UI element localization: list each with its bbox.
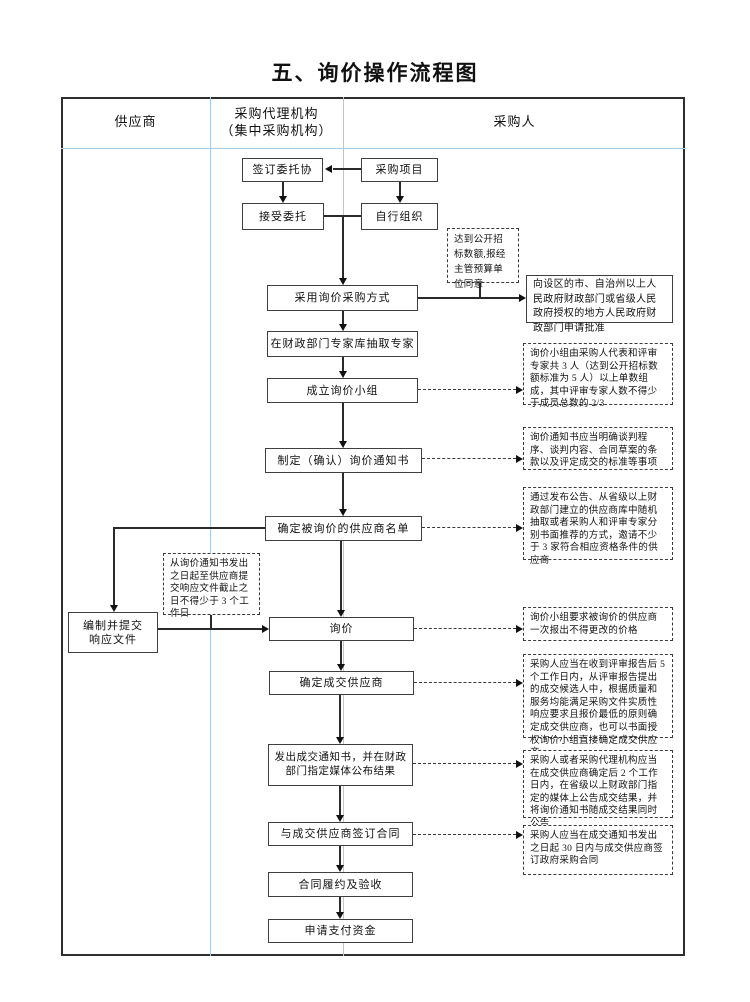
arrowhead-down-icon (336, 865, 344, 872)
node-contract-performance: 合同履约及验收 (268, 872, 413, 897)
connector-agreement-to-accept (282, 180, 284, 196)
arrowhead-down-icon (110, 605, 118, 612)
arrowhead-down-icon (396, 196, 404, 203)
node-issue-notice: 发出成交通知书，并在财政部门指定媒体公布结果 (268, 744, 413, 786)
arrowhead-right-icon (516, 679, 523, 687)
lane-divider-1 (210, 97, 211, 956)
note-result-announcement: 采购人或者采购代理机构应当在成交供应商确定后 2 个工作日内，在省级以上财政部门… (523, 750, 673, 829)
note-response-deadline: 从询价通知书发出之日起至供应商提交响应文件截止之日不得少于 3 个工作日 (163, 553, 260, 619)
arrowhead-down-icon (336, 815, 344, 822)
connector-adopt-to-experts (342, 311, 344, 324)
dashed-issue-to-note (413, 763, 516, 764)
lane-header-agency: 采购代理机构 （集中采购机构） (210, 105, 343, 139)
note-notice-content: 询价通知书应当明确谈判程序、谈判内容、合同草案的条款以及评定成交的标准等事项 (523, 427, 673, 470)
connector-accept-selforganize (324, 215, 361, 217)
connector-project-to-selforganize (399, 180, 401, 196)
arrowhead-right-icon (262, 625, 269, 633)
arrowhead-down-icon (339, 509, 347, 516)
arrowhead-down-icon (337, 664, 345, 671)
connector-adopt-to-approval (418, 297, 519, 299)
dashed-inquiry-to-note (414, 628, 516, 629)
arrowhead-right-icon (516, 625, 523, 633)
node-apply-payment: 申请支付资金 (268, 919, 413, 943)
arrowhead-down-icon (336, 737, 344, 744)
connector-contract-to-performance (339, 846, 341, 865)
node-accept-entrustment: 接受委托 (242, 203, 324, 230)
connector-to-adopt-inquiry (342, 216, 344, 278)
connector-threshold-drop (479, 283, 481, 298)
arrowhead-down-icon (339, 278, 347, 285)
note-team-composition: 询价小组由采购人代表和评审专家共 3 人（达到公开招标数额标准为 5 人）以上单… (523, 343, 673, 409)
node-self-organize: 自行组织 (361, 203, 438, 230)
arrowhead-down-icon (339, 371, 347, 378)
dashed-notice-to-note (422, 458, 516, 459)
connector-deadline-drop (210, 615, 212, 629)
arrowhead-down-icon (337, 610, 345, 617)
node-prepare-response: 编制并提交 响应文件 (68, 612, 158, 653)
arrowhead-down-icon (336, 912, 344, 919)
connector-issue-to-contract (339, 786, 341, 815)
node-procurement-project: 采购项目 (361, 158, 438, 182)
swimlane-frame (61, 97, 685, 956)
node-form-inquiry-team: 成立询价小组 (267, 378, 418, 403)
arrowhead-right-icon (516, 386, 523, 394)
node-prepare-response-line1: 编制并提交 (83, 619, 143, 632)
dashed-team-to-note (418, 389, 516, 390)
node-sign-contract: 与成交供应商签订合同 (268, 822, 413, 846)
connector-team-to-notice (342, 403, 344, 441)
lane-header-agency-line1: 采购代理机构 (234, 106, 319, 121)
dashed-winner-to-note (414, 682, 516, 683)
arrowhead-down-icon (339, 324, 347, 331)
node-determine-suppliers: 确定被询价的供应商名单 (265, 516, 422, 541)
arrowhead-right-icon (516, 831, 523, 839)
note-winner-determination: 采购人应当在收到评审报告后 5 个工作日内，从评审报告提出的成交候选人中，根据质… (523, 654, 673, 758)
arrowhead-right-icon (519, 294, 526, 302)
header-divider (61, 148, 686, 149)
dashed-suppliers-to-note (422, 527, 516, 528)
connector-inquiry-to-winner (340, 641, 342, 664)
connector-notice-to-suppliers (342, 473, 344, 509)
connector-suppliers-to-prepare-h (113, 527, 265, 529)
note-apply-approval: 向设区的市、自治州以上人民政府财政部门或省级人民政府授权的地方人民政府财政部门申… (526, 275, 673, 334)
note-open-bid-threshold: 达到公开招标数额,报经主管预算单位同意 (447, 228, 519, 290)
lane-header-purchaser: 采购人 (493, 114, 536, 129)
connector-suppliers-to-inquiry (340, 541, 342, 610)
note-supplier-selection: 通过发布公告、从省级以上财政部门建立的供应商库中随机抽取或者采购人和评审专家分别… (523, 487, 673, 566)
note-contract-deadline: 采购人应当在成交通知书发出之日起 30 日内与成交供应商签订政府采购合同 (523, 825, 673, 875)
lane-header-supplier: 供应商 (114, 114, 157, 129)
connector-experts-to-team (342, 357, 344, 371)
page-title: 五、询价操作流程图 (271, 61, 479, 85)
arrowhead-right-icon (516, 760, 523, 768)
connector-winner-to-issue (339, 695, 341, 737)
arrowhead-right-icon (516, 524, 523, 532)
arrowhead-down-icon (339, 441, 347, 448)
arrowhead-left-icon (325, 165, 332, 173)
node-determine-winner: 确定成交供应商 (269, 671, 414, 695)
connector-performance-to-payment (339, 897, 341, 912)
arrowhead-right-icon (516, 455, 523, 463)
node-prepare-response-line2: 响应文件 (89, 633, 137, 646)
node-make-notice: 制定（确认）询价通知书 (265, 448, 422, 473)
node-sign-agreement: 签订委托协 (242, 158, 323, 182)
node-adopt-inquiry: 采用询价采购方式 (267, 285, 418, 311)
dashed-contract-to-note (413, 834, 516, 835)
node-extract-experts: 在财政部门专家库抽取专家 (267, 331, 418, 357)
note-one-quote: 询价小组要求被询价的供应商一次报出不得更改的价格 (523, 607, 673, 641)
node-inquiry: 询价 (269, 617, 414, 641)
lane-header-agency-line2: （集中采购机构） (220, 123, 333, 138)
connector-suppliers-to-prepare-v (113, 527, 115, 605)
arrowhead-down-icon (279, 196, 287, 203)
connector-project-to-agreement (333, 168, 361, 170)
